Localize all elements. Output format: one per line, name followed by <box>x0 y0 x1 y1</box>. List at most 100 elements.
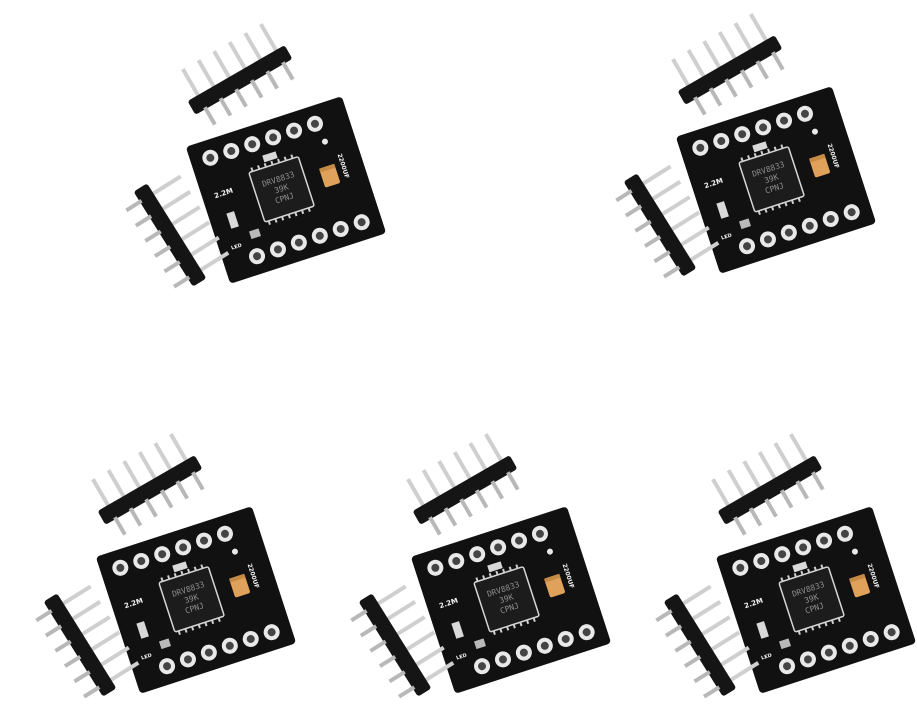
pin-header-top <box>711 433 825 536</box>
pin-header-top-pins-up <box>671 13 769 88</box>
module-kit-2: DRV8833 39K CPNJ 2.2M 2200UF LED <box>580 0 880 300</box>
pin-header-top-body <box>188 46 292 114</box>
pad-row-bottom <box>739 204 860 255</box>
pin-header-side-pins-right <box>125 199 191 289</box>
pin-header-side-pins-left <box>150 174 230 273</box>
pin-header-side-pins-right <box>615 189 681 279</box>
module-kit-3: DRV8833 39K CPNJ 2.2M 2200UF LED <box>0 420 300 720</box>
pad-row-top <box>202 115 323 166</box>
pad-row-bottom <box>249 214 370 265</box>
pin-header-top-pins-up <box>91 433 189 508</box>
smd-led <box>451 621 464 639</box>
silk-label-led: LED <box>456 653 468 662</box>
chip-marking-line-2: 39K <box>273 182 290 195</box>
silk-dot <box>231 548 238 555</box>
driver-chip: DRV8833 39K CPNJ <box>738 144 805 215</box>
smd-led <box>136 621 149 639</box>
pin-header-side-body <box>624 174 696 276</box>
pin-header-top <box>671 13 785 116</box>
pin-header-top-pins-down <box>203 61 295 126</box>
chip-marking-line-2: 39K <box>183 592 200 605</box>
pad-row-top <box>732 525 853 576</box>
pin-header-top-pins-down <box>733 471 825 536</box>
silk-dot <box>811 128 818 135</box>
smd-component <box>249 228 261 240</box>
pcb-board: DRV8833 39K CPNJ 2.2M 2200UF LED <box>716 507 916 693</box>
pin-header-top-body <box>678 36 782 104</box>
smd-component <box>739 218 751 230</box>
smd-resistor <box>262 151 278 163</box>
module-kit-svg: DRV8833 39K CPNJ 2.2M 2200UF LED <box>615 13 876 279</box>
pin-header-side-body <box>44 594 116 696</box>
smd-led <box>226 211 239 229</box>
silk-label-led: LED <box>721 233 733 242</box>
smd-component <box>159 638 171 650</box>
pin-header-side-body <box>134 184 206 286</box>
pad-row-bottom <box>474 624 595 675</box>
pcb-board: DRV8833 39K CPNJ 2.2M 2200UF LED <box>411 507 611 693</box>
pin-header-side <box>35 584 140 699</box>
smd-component <box>779 638 791 650</box>
module-kit-svg: DRV8833 39K CPNJ 2.2M 2200UF LED <box>350 433 611 699</box>
pin-header-top-pins-up <box>181 23 279 98</box>
smd-component <box>474 638 486 650</box>
pad-row-top <box>692 105 813 156</box>
chip-marking-line-2: 39K <box>763 172 780 185</box>
silk-dot <box>851 548 858 555</box>
pin-header-side-body <box>359 594 431 696</box>
pin-header-side <box>655 584 760 699</box>
pcb-board: DRV8833 39K CPNJ 2.2M 2200UF LED <box>96 507 296 693</box>
chip-marking-line-2: 39K <box>803 592 820 605</box>
pin-header-side-pins-right <box>350 609 416 699</box>
module-kit-svg: DRV8833 39K CPNJ 2.2M 2200UF LED <box>35 433 296 699</box>
pin-header-top-pins-down <box>428 471 520 536</box>
smd-led <box>756 621 769 639</box>
silk-dot <box>546 548 553 555</box>
pin-header-top-pins-down <box>113 471 205 536</box>
pcb-board: DRV8833 39K CPNJ 2.2M 2200UF LED <box>676 87 876 273</box>
silk-label-led: LED <box>761 653 773 662</box>
pin-header-side-pins-left <box>375 584 455 683</box>
pin-header-side-pins-left <box>680 584 760 683</box>
pin-header-side <box>350 584 455 699</box>
pad-row-top <box>112 525 233 576</box>
pin-header-top <box>91 433 205 536</box>
smd-resistor <box>172 561 188 573</box>
smd-resistor <box>487 561 503 573</box>
module-kit-svg: DRV8833 39K CPNJ 2.2M 2200UF LED <box>125 23 386 289</box>
pad-row-bottom <box>159 624 280 675</box>
module-kit-5: DRV8833 39K CPNJ 2.2M 2200UF LED <box>620 420 917 720</box>
pcb-board: DRV8833 39K CPNJ 2.2M 2200UF LED <box>186 97 386 283</box>
smd-resistor <box>792 561 808 573</box>
pin-header-side-pins-left <box>60 584 140 683</box>
chip-marking-line-2: 39K <box>498 592 515 605</box>
driver-chip: DRV8833 39K CPNJ <box>158 564 225 635</box>
module-kit-4: DRV8833 39K CPNJ 2.2M 2200UF LED <box>315 420 615 720</box>
driver-chip: DRV8833 39K CPNJ <box>248 154 315 225</box>
pin-header-side-pins-right <box>35 609 101 699</box>
pin-header-side-pins-left <box>640 164 720 263</box>
pin-header-top-pins-up <box>711 433 809 508</box>
driver-chip: DRV8833 39K CPNJ <box>473 564 540 635</box>
pad-row-bottom <box>779 624 900 675</box>
smd-led <box>716 201 729 219</box>
pin-header-top-body <box>413 456 517 524</box>
silk-label-led: LED <box>141 653 153 662</box>
driver-chip: DRV8833 39K CPNJ <box>778 564 845 635</box>
smd-resistor <box>752 141 768 153</box>
pad-row-top <box>427 525 548 576</box>
silk-label-led: LED <box>231 243 243 252</box>
module-kit-1: DRV8833 39K CPNJ 2.2M 2200UF LED <box>90 10 390 310</box>
pin-header-top <box>181 23 295 126</box>
silk-dot <box>321 138 328 145</box>
pin-header-side <box>615 164 720 279</box>
module-kit-svg: DRV8833 39K CPNJ 2.2M 2200UF LED <box>655 433 916 699</box>
pin-header-top-body <box>98 456 202 524</box>
pin-header-side-body <box>664 594 736 696</box>
pin-header-side <box>125 174 230 289</box>
pin-header-top-pins-down <box>693 51 785 116</box>
pin-header-top-body <box>718 456 822 524</box>
pin-header-top <box>406 433 520 536</box>
pin-header-side-pins-right <box>655 609 721 699</box>
pin-header-top-pins-up <box>406 433 504 508</box>
